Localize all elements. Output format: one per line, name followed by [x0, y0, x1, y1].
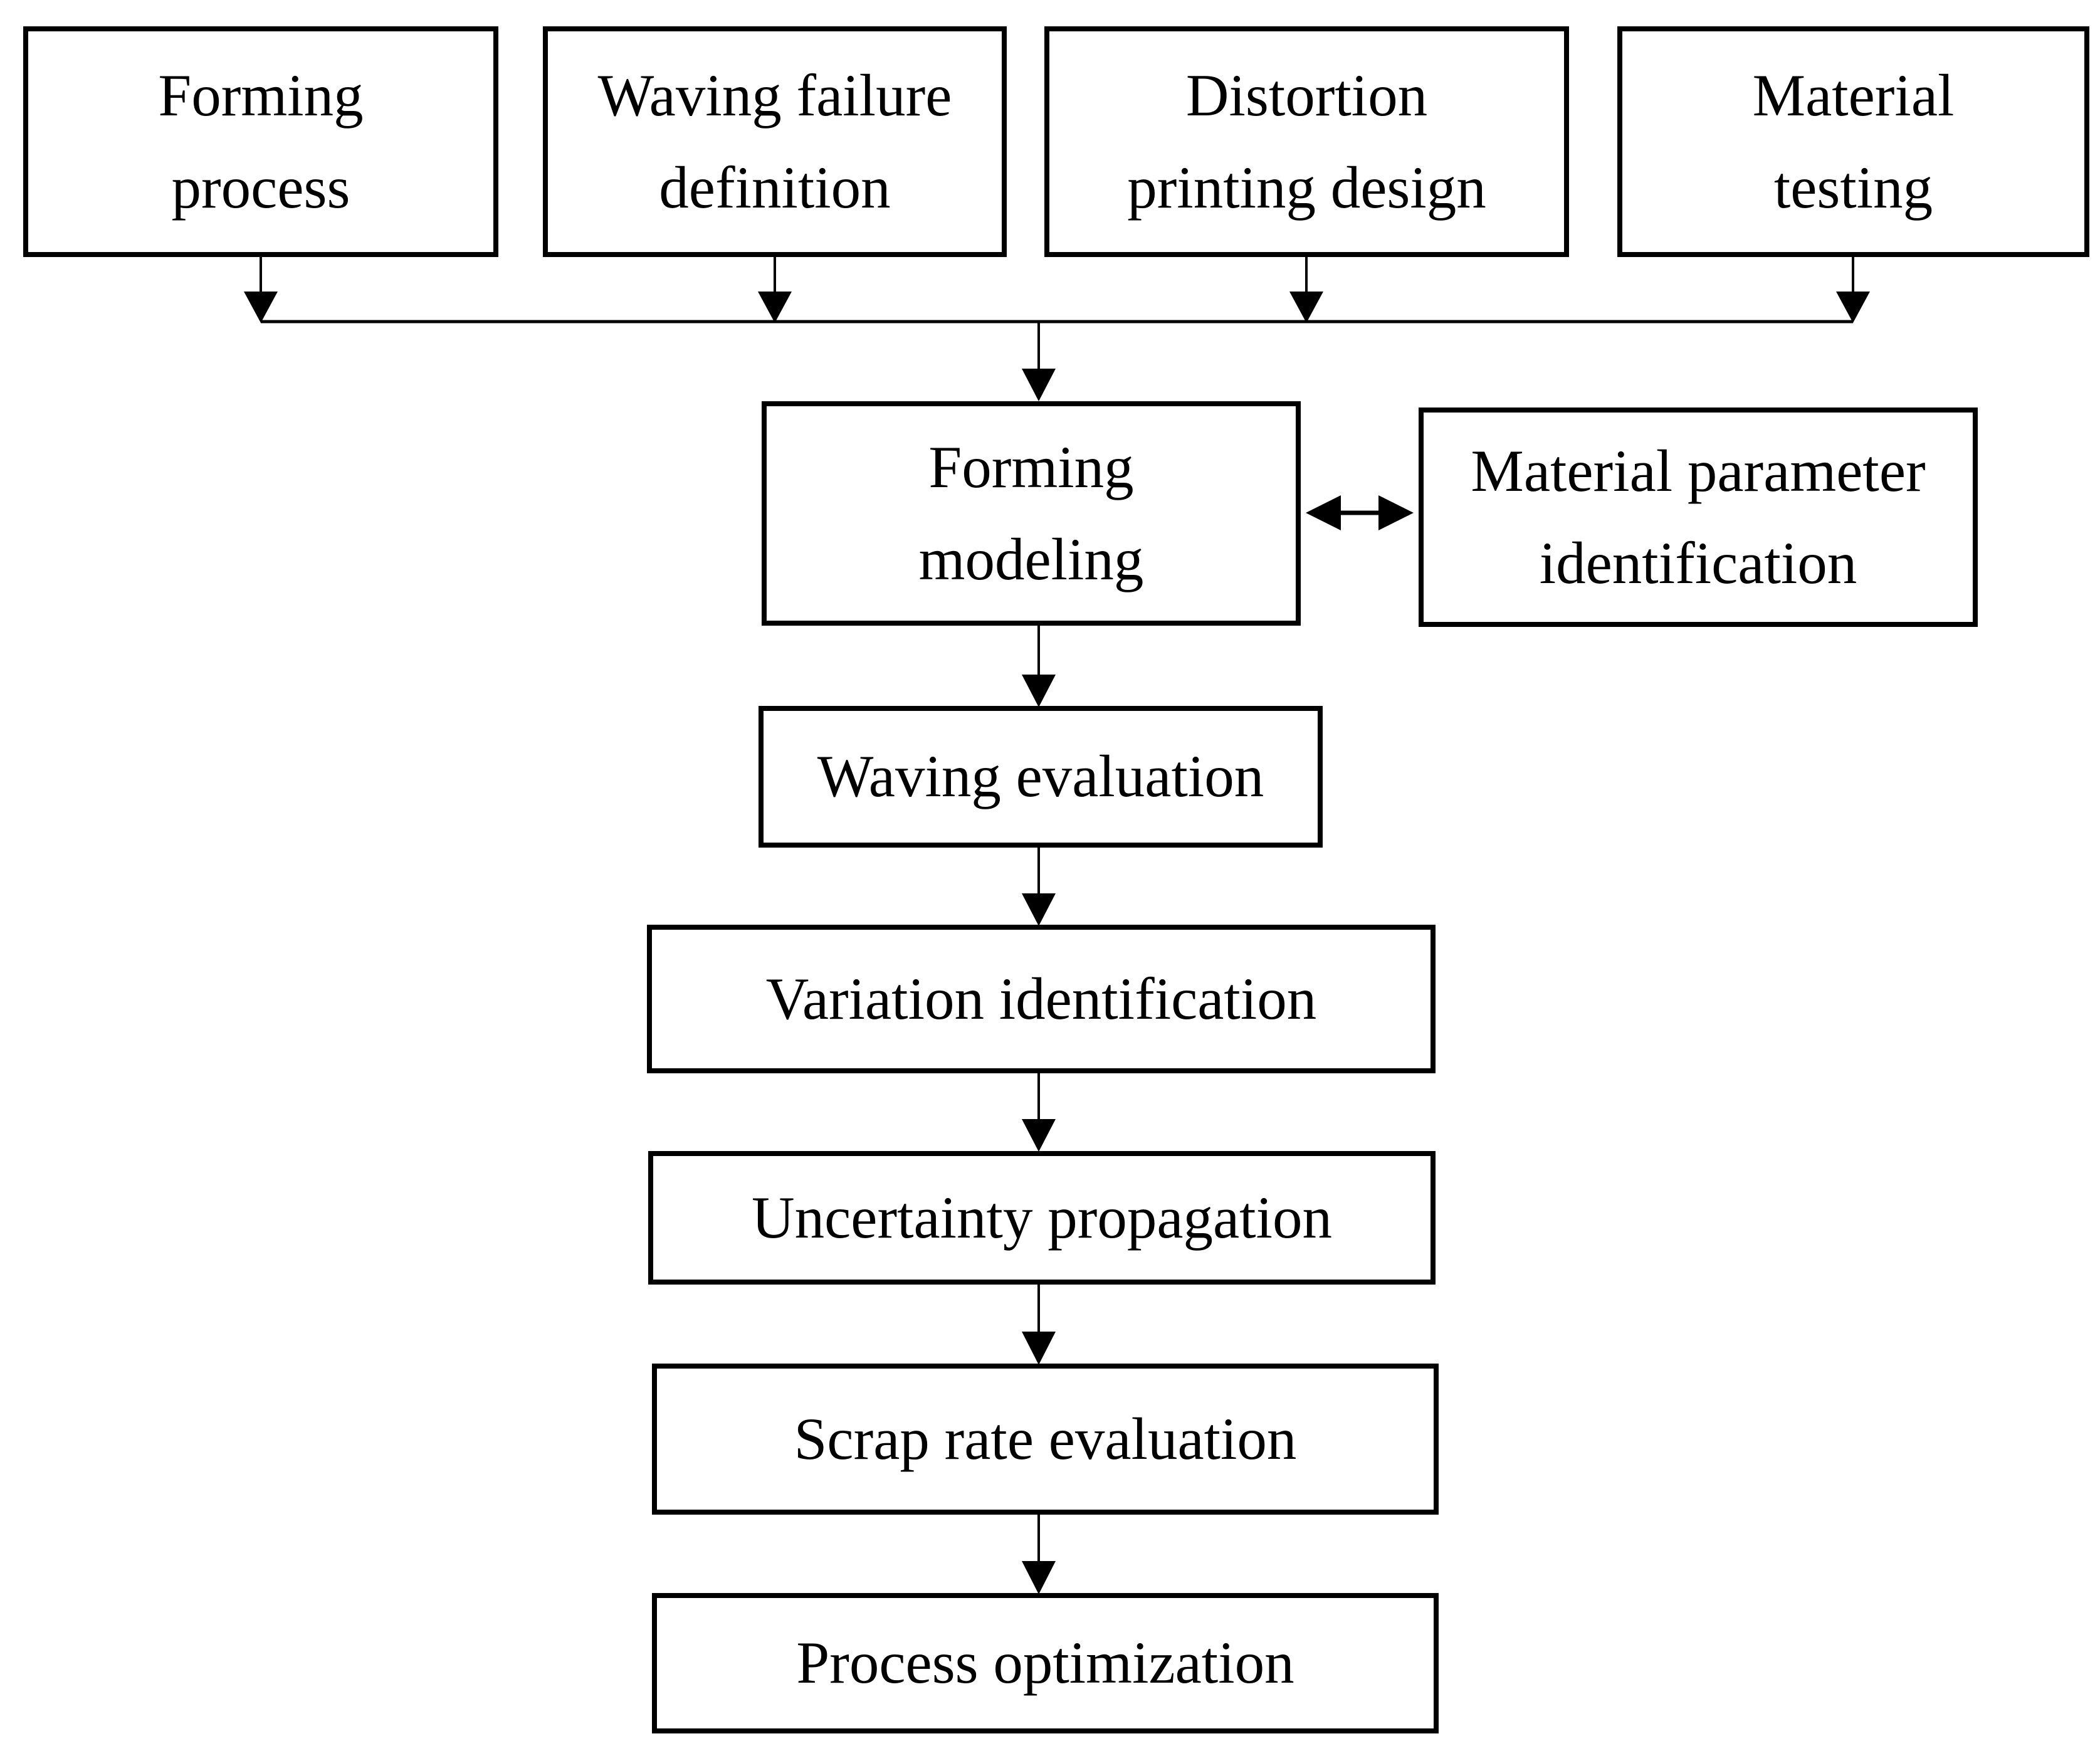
node-process-optimization: Process optimization [652, 1593, 1439, 1733]
arrow-material-testing-to-collector [1836, 256, 1870, 323]
arrow-variation-identification-to-uncertainty-propagation [1022, 1071, 1056, 1152]
arrow-forming-modeling-to-waving-evaluation [1022, 623, 1056, 707]
node-label: Scrap rate evaluation [794, 1405, 1297, 1472]
arrow-waving-evaluation-to-variation-identification [1022, 845, 1056, 926]
arrow-collector-to-forming-modeling [1022, 322, 1056, 401]
node-label: Material testing [1752, 61, 1955, 221]
node-scrap-rate-evaluation: Scrap rate evaluation [652, 1364, 1439, 1515]
node-forming-modeling: Forming modeling [762, 401, 1301, 626]
node-forming-process: Forming process [23, 26, 498, 257]
node-material-testing: Material testing [1617, 26, 2089, 257]
node-label: Uncertainty propagation [752, 1184, 1332, 1251]
arrow-uncertainty-propagation-to-scrap-rate [1022, 1282, 1056, 1365]
node-label: Waving evaluation [817, 743, 1264, 810]
arrow-waving-failure-to-collector [758, 256, 792, 323]
node-label: Material parameter identification [1471, 437, 1926, 596]
node-label: Distortion printing design [1127, 61, 1486, 221]
node-label: Process optimization [796, 1629, 1294, 1696]
node-label: Forming modeling [918, 433, 1144, 592]
node-uncertainty-propagation: Uncertainty propagation [648, 1151, 1436, 1285]
double-arrow-forming-modeling-material-parameter [1306, 495, 1414, 530]
arrow-distortion-printing-to-collector [1289, 256, 1323, 323]
node-variation-identification: Variation identification [647, 925, 1436, 1073]
node-label: Waving failure definition [597, 61, 952, 221]
node-label: Variation identification [765, 965, 1317, 1032]
node-waving-evaluation: Waving evaluation [759, 706, 1323, 848]
node-material-parameter-identification: Material parameter identification [1419, 408, 1978, 627]
arrow-forming-process-to-collector [244, 256, 278, 323]
node-distortion-printing-design: Distortion printing design [1044, 26, 1569, 257]
node-label: Forming process [158, 61, 364, 221]
node-waving-failure-definition: Waving failure definition [543, 26, 1007, 257]
arrow-scrap-rate-to-process-optimization [1022, 1512, 1056, 1594]
